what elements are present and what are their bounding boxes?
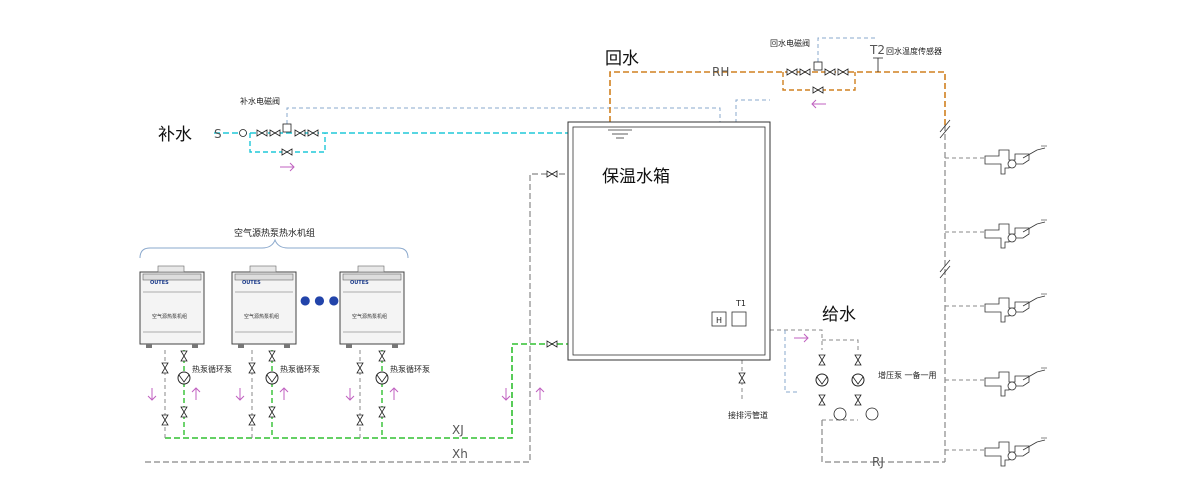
break-mark-1: [939, 119, 951, 139]
circ-pump-label-1: 热泵循环泵: [192, 364, 232, 374]
supply-code-label: RJ: [872, 455, 884, 469]
unit-name-3: 空气源热泵机组: [352, 313, 387, 320]
temp-sensor-box: [731, 311, 747, 327]
heat-pump-unit-1: OUTES 空气源热泵机组: [139, 265, 205, 349]
pipe-xh-label: Xh: [452, 447, 468, 461]
return-valve-label: 回水电磁阀: [770, 38, 810, 48]
pipe-xj-label: XJ: [452, 423, 464, 437]
supply-water-label: 给水: [822, 305, 856, 325]
makeup-water-label: 补水: [158, 125, 192, 145]
faucets: [984, 145, 1048, 467]
circ-pump-label-3: 热泵循环泵: [390, 364, 430, 374]
makeup-valve-label: 补水电磁阀: [240, 96, 280, 106]
level-code-label: H: [716, 316, 722, 325]
insulated-water-tank: [567, 121, 771, 361]
unit-group-label: 空气源热泵热水机组: [234, 227, 315, 239]
unit-group-bracket: [139, 238, 409, 259]
heat-pump-unit-2: OUTES 空气源热泵机组: [231, 265, 297, 349]
booster-pumps: [815, 354, 879, 421]
unit-name-2: 空气源热泵机组: [244, 313, 279, 320]
makeup-valve-group: [239, 123, 319, 156]
flow-arrows: [147, 99, 826, 401]
unit-brand-1: OUTES: [150, 280, 169, 286]
unit-brand-2: OUTES: [242, 280, 261, 286]
makeup-code-label: S: [214, 127, 222, 141]
t1-label: T1: [735, 299, 746, 308]
return-valve-group: [786, 57, 883, 94]
break-mark-2: [939, 259, 951, 279]
drain-pipe-label: 接排污管道: [728, 410, 768, 420]
level-sensor-box: [711, 311, 727, 327]
heat-pump-unit-3: OUTES 空气源热泵机组: [339, 265, 405, 349]
t2-label: T2: [869, 43, 885, 57]
circ-pump-label-2: 热泵循环泵: [280, 364, 320, 374]
booster-pump-label: 增压泵 一备一用: [878, 370, 937, 380]
unit-name-1: 空气源热泵机组: [152, 313, 187, 320]
return-water-label: 回水: [605, 49, 639, 69]
return-temp-sensor-label: 回水温度传感器: [886, 46, 942, 56]
return-code-label: RH: [712, 65, 729, 79]
tank-label: 保温水箱: [602, 167, 670, 187]
more-units-ellipsis: ● ● ●: [300, 293, 339, 307]
unit-brand-3: OUTES: [350, 280, 369, 286]
